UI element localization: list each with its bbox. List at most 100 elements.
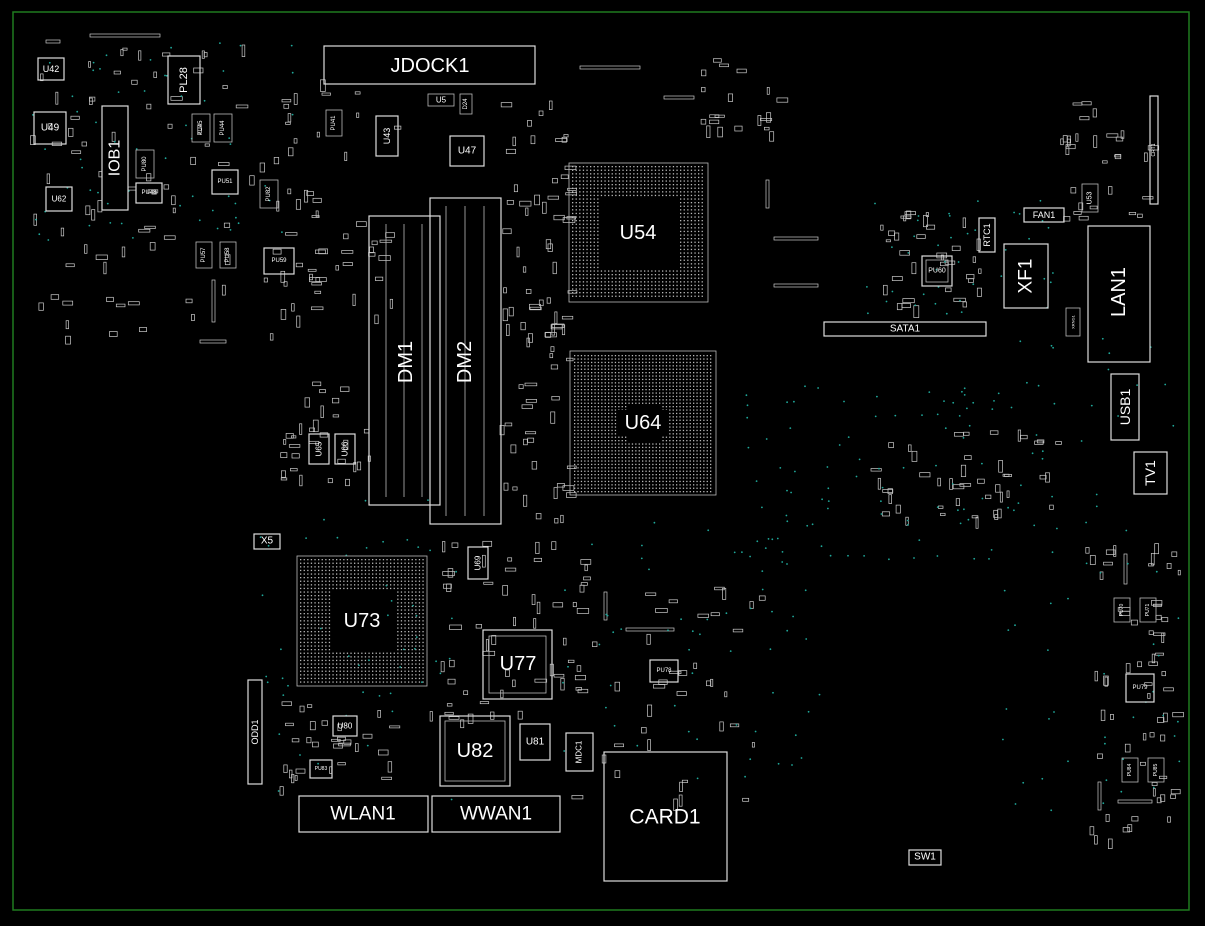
label-pu80: PU80 — [142, 156, 148, 172]
label-pu85: PU85 — [1153, 764, 1159, 777]
component-pu85: PU85 — [1147, 757, 1165, 783]
component-pu80: PU80 — [135, 149, 155, 179]
component-dm2: DM2 — [429, 197, 502, 525]
label-xrng1: XRNG1 — [1071, 314, 1076, 329]
label-pu71: PU71 — [1145, 604, 1151, 617]
board-edge — [12, 11, 1190, 911]
label-u77: U77 — [500, 653, 537, 675]
label-pu57: PU57 — [201, 247, 207, 263]
label-lan1: LAN1 — [1108, 267, 1130, 317]
component-crt1: CRT1 — [1149, 95, 1159, 205]
label-pu84: PU84 — [1127, 764, 1133, 777]
component-odd1: ODD1 — [247, 679, 263, 785]
component-u73: U73 — [296, 555, 428, 687]
label-pu83: PU83 — [315, 766, 328, 772]
component-dm1: DM1 — [368, 215, 441, 506]
label-pu82: PU82 — [266, 186, 272, 202]
label-dm2: DM2 — [454, 341, 476, 383]
component-u81: U81 — [519, 723, 551, 761]
component-u49: U49 — [33, 111, 67, 145]
component-pu79: PU79 — [1125, 673, 1155, 703]
component-u53: U53 — [1081, 183, 1099, 213]
label-wwan1: WWAN1 — [460, 804, 532, 825]
label-sw1: SW1 — [914, 852, 936, 863]
label-sata1: SATA1 — [890, 324, 921, 335]
component-pu59: PU59 — [263, 247, 295, 275]
label-pu51: PU51 — [217, 179, 233, 185]
label-pu58: PU58 — [225, 247, 231, 263]
component-wlan1: WLAN1 — [298, 795, 429, 833]
label-d24: D24 — [463, 98, 469, 110]
label-u42: U42 — [43, 64, 60, 74]
label-card1: CARD1 — [629, 806, 700, 829]
component-u62: U62 — [45, 186, 73, 212]
component-pu70: PU70 — [1113, 597, 1131, 623]
label-u80: U80 — [338, 722, 353, 731]
component-pu45: PU45 — [191, 113, 211, 143]
component-pu84: PU84 — [1121, 757, 1139, 783]
component-usb1: USB1 — [1110, 373, 1140, 441]
label-usb1: USB1 — [1117, 389, 1133, 426]
component-u43: U43 — [375, 115, 399, 157]
component-u65: U65 — [308, 433, 330, 465]
label-u66: U66 — [341, 441, 350, 456]
component-iob1: IOB1 — [101, 105, 129, 211]
component-pu48: PU48 — [135, 182, 163, 204]
component-u77: U77 — [482, 629, 553, 700]
label-fan1: FAN1 — [1033, 210, 1056, 220]
component-pu57: PU57 — [195, 241, 213, 269]
label-pu48: PU48 — [141, 190, 157, 196]
component-u42: U42 — [37, 57, 65, 81]
label-x5: X5 — [261, 536, 274, 547]
label-jdock1: JDOCK1 — [391, 55, 470, 77]
label-u62: U62 — [52, 195, 67, 204]
label-pu70: PU70 — [1119, 604, 1125, 617]
component-u64: U64 — [569, 350, 717, 496]
label-pu41: PU41 — [331, 115, 337, 131]
component-u69: U69 — [467, 546, 489, 580]
label-u43: U43 — [382, 128, 392, 145]
label-pu44: PU44 — [220, 120, 226, 136]
label-u81: U81 — [526, 737, 545, 748]
label-wlan1: WLAN1 — [330, 804, 395, 825]
component-u47: U47 — [449, 135, 485, 167]
component-xf1: XF1 — [1003, 243, 1049, 309]
component-wwan1: WWAN1 — [431, 795, 561, 833]
label-u53: U53 — [1087, 191, 1094, 204]
component-u82: U82 — [439, 715, 511, 787]
component-xrng1: XRNG1 — [1065, 307, 1081, 337]
label-pu45: PU45 — [198, 120, 204, 136]
label-pl28: PL28 — [178, 67, 190, 93]
component-sw1: SW1 — [908, 849, 942, 866]
label-pu78: PU78 — [656, 668, 672, 674]
label-mdc1: MDC1 — [575, 740, 584, 763]
component-rtc1: RTC1 — [978, 217, 996, 253]
component-pu58: PU58 — [219, 241, 237, 269]
component-sata1: SATA1 — [823, 321, 987, 337]
label-u69: U69 — [474, 555, 483, 570]
component-u66: U66 — [334, 433, 356, 465]
label-crt1: CRT1 — [1151, 143, 1157, 156]
component-pu51: PU51 — [211, 169, 239, 195]
component-pu41: PU41 — [325, 109, 343, 137]
vias — [32, 42, 1181, 812]
component-u54: U54 — [568, 162, 709, 303]
label-u73: U73 — [344, 610, 381, 632]
component-pu71: PU71 — [1139, 597, 1157, 623]
label-u82: U82 — [457, 740, 494, 762]
label-pu60: PU60 — [928, 268, 946, 275]
component-u80: U80 — [332, 715, 358, 737]
label-dm1: DM1 — [395, 341, 417, 383]
label-u54: U54 — [620, 222, 657, 244]
component-pu78: PU78 — [649, 659, 679, 683]
label-rtc1: RTC1 — [982, 223, 992, 246]
component-pu82: PU82 — [259, 179, 279, 209]
label-iob1: IOB1 — [107, 140, 124, 177]
small-components — [30, 33, 1184, 849]
label-u5: U5 — [436, 96, 447, 105]
label-u49: U49 — [41, 123, 60, 134]
component-u5: U5 — [427, 93, 455, 107]
label-tv1: TV1 — [1142, 460, 1158, 486]
label-pu59: PU59 — [271, 258, 287, 264]
